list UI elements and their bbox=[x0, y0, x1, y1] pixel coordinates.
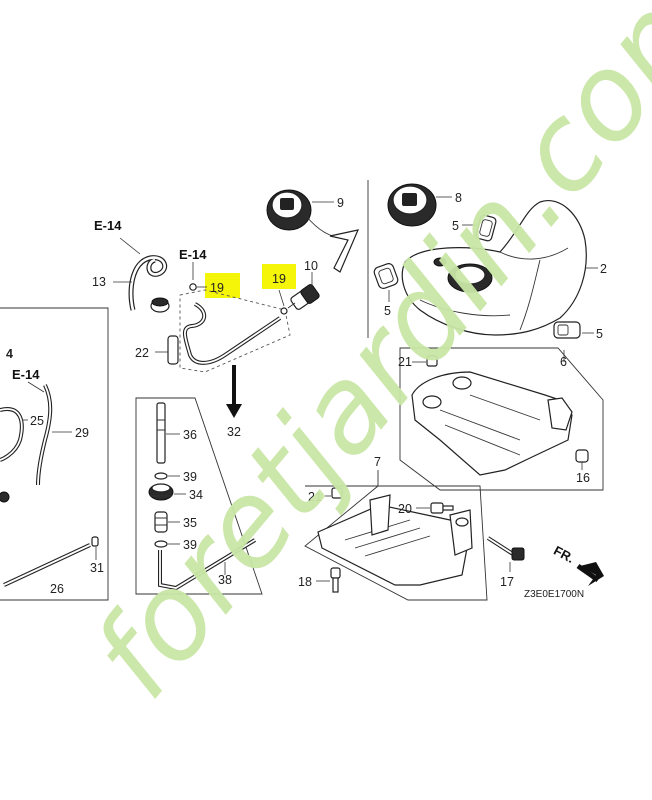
callout-20: 20 bbox=[398, 502, 412, 516]
left-panel-border bbox=[0, 307, 109, 601]
part-32-group-border bbox=[135, 397, 263, 595]
callout-5b: 5 bbox=[384, 304, 391, 318]
callout-22: 22 bbox=[135, 346, 149, 360]
ref-e14-c: E-14 bbox=[12, 367, 40, 382]
callout-32: 32 bbox=[227, 425, 241, 439]
part-5-grommet-b bbox=[373, 263, 399, 289]
callout-25: 25 bbox=[30, 414, 44, 428]
part-34-valve bbox=[148, 483, 174, 501]
part-39-oring-a bbox=[154, 472, 168, 480]
callout-19b: 19 bbox=[272, 272, 286, 286]
part-22-sleeve bbox=[167, 335, 179, 365]
part-21-spacer-a bbox=[426, 355, 438, 367]
callout-2: 2 bbox=[600, 262, 607, 276]
fr-direction-arrow bbox=[576, 562, 604, 586]
highlight-box-19b bbox=[262, 264, 296, 289]
callout-21b: 21 bbox=[308, 490, 322, 504]
callout-4: 4 bbox=[6, 347, 13, 361]
callout-16: 16 bbox=[576, 471, 590, 485]
callout-17: 17 bbox=[500, 575, 514, 589]
callout-35: 35 bbox=[183, 516, 197, 530]
part-7-plate bbox=[317, 494, 473, 586]
callout-39a: 39 bbox=[183, 470, 197, 484]
callout-21a: 21 bbox=[398, 355, 412, 369]
drawing-code: Z3E0E1700N bbox=[524, 589, 584, 600]
callout-5a: 5 bbox=[452, 219, 459, 233]
callout-7: 7 bbox=[374, 455, 381, 469]
part-2-fuel-tank bbox=[401, 200, 587, 336]
part-19-oring-a bbox=[189, 283, 197, 291]
e14-arrow-a bbox=[119, 237, 141, 255]
callout-9: 9 bbox=[337, 196, 344, 210]
direction-label: FR. bbox=[551, 543, 577, 566]
fuel-line-group-outline bbox=[179, 289, 291, 373]
part-9-cap bbox=[266, 189, 360, 273]
part-5-grommet-a bbox=[475, 214, 497, 242]
ref-e14-b: E-14 bbox=[179, 247, 207, 262]
part-8-cap bbox=[387, 183, 437, 227]
highlight-box-19a bbox=[205, 273, 240, 298]
ref-e14-a: E-14 bbox=[94, 218, 122, 233]
callout-36: 36 bbox=[183, 428, 197, 442]
part-grommet-left bbox=[0, 491, 10, 503]
callout-18: 18 bbox=[298, 575, 312, 589]
part-20-bolt bbox=[430, 502, 454, 514]
part-36-pipe bbox=[156, 402, 166, 464]
e14-arrow-c bbox=[27, 381, 45, 393]
part-16-spacer bbox=[575, 449, 589, 463]
part-31-clip bbox=[91, 536, 99, 547]
part-39-oring-b bbox=[154, 540, 168, 548]
part-35-joint bbox=[154, 511, 168, 533]
part-6-group-border bbox=[399, 347, 604, 491]
callout-29: 29 bbox=[75, 426, 89, 440]
callout-26: 26 bbox=[50, 582, 64, 596]
part-10-filter bbox=[287, 284, 320, 310]
callout-31: 31 bbox=[90, 561, 104, 575]
part-18-bolt bbox=[330, 567, 341, 593]
part-21-spacer-b bbox=[331, 487, 343, 499]
part-6-bracket bbox=[411, 371, 573, 476]
callout-34: 34 bbox=[189, 488, 203, 502]
callout-8: 8 bbox=[455, 191, 462, 205]
fuel-line bbox=[183, 302, 282, 365]
callout-5c: 5 bbox=[596, 327, 603, 341]
part-5-grommet-c bbox=[553, 321, 581, 339]
callout-19a: 19 bbox=[210, 281, 224, 295]
part-7-group-border bbox=[304, 470, 488, 601]
callout-38: 38 bbox=[218, 573, 232, 587]
part-17-bolt bbox=[486, 536, 525, 561]
part-19-oring-b bbox=[280, 307, 288, 315]
callout-10: 10 bbox=[304, 259, 318, 273]
callout-13: 13 bbox=[92, 275, 106, 289]
callout-6: 6 bbox=[560, 355, 567, 369]
callout-39b: 39 bbox=[183, 538, 197, 552]
